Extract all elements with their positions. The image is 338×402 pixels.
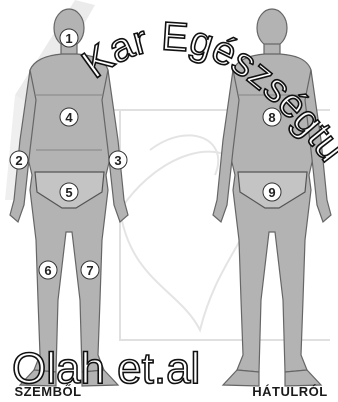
- svg-text:2: 2: [15, 153, 22, 168]
- region-label-7: 7: [81, 261, 99, 279]
- svg-text:4: 4: [65, 110, 73, 125]
- front-torso-legs: [26, 54, 112, 372]
- region-label-4: 4: [60, 108, 78, 126]
- svg-text:1: 1: [65, 31, 72, 46]
- watermark-bottom-text: Olah et.al: [12, 344, 200, 393]
- svg-text:9: 9: [268, 185, 275, 200]
- svg-text:7: 7: [86, 263, 93, 278]
- region-label-9: 9: [263, 183, 281, 201]
- svg-text:6: 6: [44, 263, 51, 278]
- region-label-5: 5: [60, 183, 78, 201]
- watermark-heart-shape: [120, 152, 253, 330]
- svg-text:3: 3: [114, 153, 121, 168]
- region-label-3: 3: [109, 151, 127, 169]
- back-head: [257, 9, 287, 47]
- region-label-1: 1: [60, 29, 78, 47]
- back-caption: HÁTULRÓL: [252, 384, 328, 399]
- region-label-6: 6: [39, 261, 57, 279]
- svg-text:5: 5: [65, 185, 72, 200]
- region-label-2: 2: [10, 151, 28, 169]
